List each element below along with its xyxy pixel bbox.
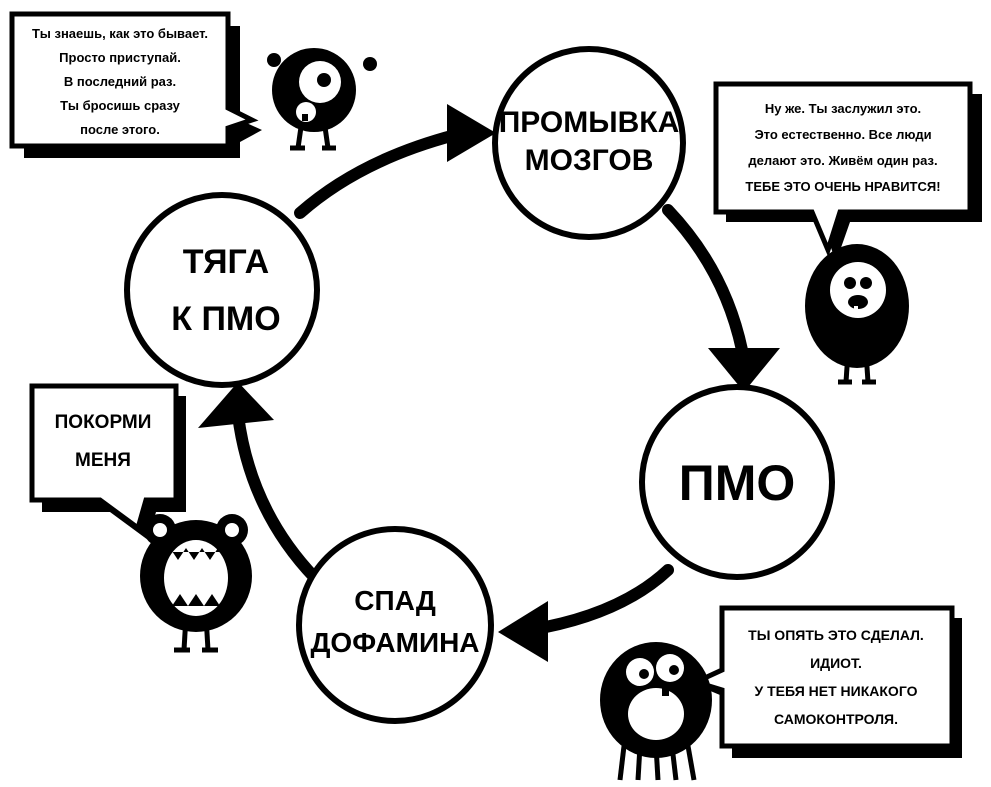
speech-bubble-left: ПОКОРМИ МЕНЯ <box>29 383 186 540</box>
node-brainwash-circle <box>492 46 686 240</box>
bubble-left-body <box>29 383 179 533</box>
node-pmo-label: ПМО <box>679 455 795 511</box>
speech-bubble-top-left: Ты знаешь, как это бывает. Просто присту… <box>9 11 262 158</box>
node-dopamine-drop-line1: СПАД <box>354 585 436 616</box>
arrow-dopamine-to-craving <box>232 409 321 584</box>
bubble-top-left-body <box>9 11 259 149</box>
arrowhead-pmo <box>708 348 780 392</box>
monster-happy-icon <box>805 244 909 385</box>
bubble-top-right-body <box>713 81 973 258</box>
node-dopamine-drop-circle <box>296 526 494 724</box>
bubble-top-right-line-4: ТЕБЕ ЭТО ОЧЕНЬ НРАВИТСЯ! <box>745 179 940 194</box>
node-craving-circle <box>124 192 320 388</box>
monster-cyclops-icon <box>267 48 377 151</box>
bubble-top-left-line-5: после этого. <box>80 122 160 137</box>
node-craving: ТЯГА К ПМО <box>124 192 320 388</box>
arrowhead-brainwash <box>447 104 496 162</box>
bubble-left-line-2: МЕНЯ <box>75 450 131 471</box>
bubble-left-line-1: ПОКОРМИ <box>55 412 152 433</box>
bubble-top-left-line-3: В последний раз. <box>64 74 176 89</box>
bubble-top-left-line-4: Ты бросишь сразу <box>60 98 181 113</box>
bubble-top-right-line-2: Это естественно. Все люди <box>754 127 931 142</box>
speech-bubble-bottom-right: ТЫ ОПЯТЬ ЭТО СДЕЛАЛ. ИДИОТ. У ТЕБЯ НЕТ Н… <box>689 605 962 758</box>
node-brainwash: ПРОМЫВКА МОЗГОВ <box>492 46 686 240</box>
bubble-top-right-line-3: делают это. Живём один раз. <box>748 153 937 168</box>
arrow-heads <box>198 104 780 662</box>
node-craving-line1: ТЯГА <box>183 243 269 281</box>
node-craving-line2: К ПМО <box>171 300 280 338</box>
bubble-bottom-right-line-4: САМОКОНТРОЛЯ. <box>774 711 898 727</box>
monster-hungry-icon <box>140 514 252 653</box>
bubble-top-left-line-1: Ты знаешь, как это бывает. <box>32 26 208 41</box>
arrowhead-craving <box>198 382 274 428</box>
node-brainwash-line2: МОЗГОВ <box>525 144 654 177</box>
arrow-pmo-to-dopamine <box>524 564 674 636</box>
bubble-bottom-right-body <box>689 605 955 749</box>
node-dopamine-drop: СПАД ДОФАМИНА <box>296 526 494 724</box>
monster-mocking-icon <box>600 642 712 781</box>
bubble-bottom-right-line-2: ИДИОТ. <box>810 655 862 671</box>
bubble-bottom-right-line-1: ТЫ ОПЯТЬ ЭТО СДЕЛАЛ. <box>748 627 924 643</box>
bubble-top-right-line-1: Ну же. Ты заслужил это. <box>765 101 921 116</box>
speech-bubble-top-right: Ну же. Ты заслужил это. Это естественно.… <box>713 81 982 262</box>
node-dopamine-drop-line2: ДОФАМИНА <box>310 627 479 658</box>
cycle-arrows <box>232 129 748 636</box>
arrow-brainwash-to-pmo <box>662 204 748 356</box>
node-brainwash-line1: ПРОМЫВКА <box>499 106 680 139</box>
arrowhead-dopamine <box>498 601 548 662</box>
arrow-craving-to-brainwash <box>294 129 461 219</box>
node-pmo-circle <box>639 384 835 580</box>
node-pmo: ПМО <box>639 384 835 580</box>
bubble-top-left-line-2: Просто приступай. <box>59 50 181 65</box>
bubble-bottom-right-line-3: У ТЕБЯ НЕТ НИКАКОГО <box>755 683 918 699</box>
